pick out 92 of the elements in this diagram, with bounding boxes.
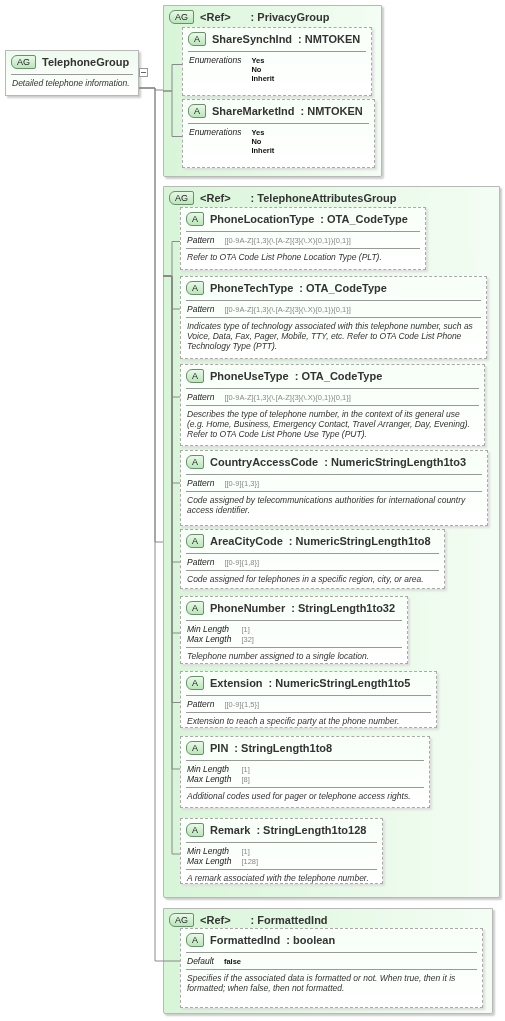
type-badge: A: [186, 823, 204, 837]
description: Refer to OTA Code List Phone Location Type (PLT).: [186, 252, 383, 264]
type-badge: A: [186, 369, 204, 383]
group-box: [163, 5, 382, 177]
attribute-box: [180, 736, 430, 808]
attribute-name: CountryAccessCode: [210, 456, 319, 468]
type-badge: A: [186, 212, 204, 226]
facet-label: Enumerations: [189, 55, 242, 65]
attribute-box: [180, 596, 408, 664]
attribute-name: PhoneLocationType: [210, 213, 315, 225]
type-name: : StringLength1to8: [234, 742, 333, 754]
ref-label: <Ref>: [200, 11, 231, 23]
description: Detailed telephone information.: [11, 78, 131, 90]
type-badge: A: [186, 676, 204, 690]
type-badge: AG: [169, 10, 194, 24]
facet-label: Default: [187, 956, 214, 966]
type-name: : OTA_CodeType: [299, 282, 387, 294]
group-name: : FormattedInd: [250, 914, 328, 926]
attribute-name: Remark: [210, 824, 251, 836]
description: Code assigned by telecommunications authorities for international country access identifier.: [186, 495, 467, 518]
attribute-box: [182, 99, 375, 168]
type-name: : NMTOKEN: [298, 33, 361, 45]
type-badge: AG: [169, 191, 194, 205]
type-badge: AG: [169, 913, 194, 927]
attribute-name: FormattedInd: [210, 934, 281, 946]
facet-label: Enumerations: [189, 127, 242, 137]
attribute-box: [182, 27, 372, 96]
attribute-name: ShareMarketInd: [212, 105, 295, 117]
group-name: : PrivacyGroup: [250, 11, 330, 23]
attribute-box: [180, 450, 488, 526]
facet-label: Min Length: [187, 764, 231, 774]
description: Additional codes used for pager or telephone access rights.: [186, 791, 412, 803]
facet-label: Pattern: [187, 392, 215, 402]
description: Indicates type of technology associated with this telephone number, such as Voice, Data, Fax, Pager, Mobile, TTY, etc. Refer to OTA Code List Phone Technology Type (PTT).: [186, 321, 474, 354]
type-name: : NumericStringLength1to5: [268, 677, 411, 689]
type-name: : OTA_CodeType: [294, 370, 383, 382]
attribute-box: [180, 529, 445, 589]
ref-label: <Ref>: [200, 192, 231, 204]
attribute-name: PhoneNumber: [210, 602, 286, 614]
type-name: : OTA_CodeType: [320, 213, 408, 225]
type-name: : StringLength1to32: [291, 602, 396, 614]
attribute-box: [180, 276, 487, 359]
attribute-name: ShareSynchInd: [212, 33, 293, 45]
facet-label: Pattern: [187, 235, 215, 245]
facet-label: Pattern: [187, 304, 215, 314]
attribute-box: [180, 928, 483, 1008]
type-name: : NumericStringLength1to8: [288, 535, 431, 547]
attribute-name: PhoneTechType: [210, 282, 294, 294]
description: Specifies if the associated data is formatted or not. When true, then it is formatted; when false, then not formatted.: [186, 973, 457, 996]
facet-label: Pattern: [187, 478, 215, 488]
connector-line: [138, 87, 164, 962]
facet-label: Max Length: [187, 634, 232, 644]
type-badge: A: [186, 281, 204, 295]
group-name: : TelephoneAttributesGroup: [250, 192, 397, 204]
group-box: [163, 186, 500, 898]
facet-label: Min Length: [187, 846, 231, 856]
attribute-box: [180, 364, 485, 446]
type-name: : NMTOKEN: [300, 105, 363, 117]
description: Describes the type of telephone number, in the context of its general use (e.g. Home, Business, Emergency Contact, Travel Arranger, Day, Evening). Refer to OTA Code List Phone Use Type (PUT).: [186, 409, 471, 442]
attribute-name: PhoneUseType: [210, 370, 289, 382]
type-badge: A: [188, 104, 206, 118]
attribute-box: [180, 818, 383, 884]
attribute-name: Extension: [210, 677, 263, 689]
element-box: [5, 50, 139, 96]
facet-label: Pattern: [187, 557, 215, 567]
connector-line: [162, 90, 183, 137]
attribute-box: [180, 671, 437, 728]
ref-label: <Ref>: [200, 914, 231, 926]
type-badge: A: [188, 32, 206, 46]
type-badge: AG: [11, 55, 36, 69]
type-badge: A: [186, 933, 204, 947]
description: Extension to reach a specific party at the phone number.: [186, 716, 401, 728]
type-name: : boolean: [286, 934, 336, 946]
facet-label: Pattern: [187, 699, 215, 709]
type-badge: A: [186, 534, 204, 548]
description: Code assigned for telephones in a specific region, city, or area.: [186, 574, 425, 586]
type-badge: A: [186, 601, 204, 615]
attribute-name: PIN: [210, 742, 229, 754]
type-name: : NumericStringLength1to3: [324, 456, 466, 468]
description: Telephone number assigned to a single location.: [186, 651, 371, 663]
description: A remark associated with the telephone number.: [186, 873, 370, 885]
attribute-name: AreaCityCode: [210, 535, 283, 547]
connector-line: [162, 960, 181, 962]
facet-label: Max Length: [187, 856, 232, 866]
attribute-box: [180, 207, 426, 270]
attribute-name: TelephoneGroup: [42, 56, 130, 68]
facet-label: Max Length: [187, 774, 232, 784]
type-badge: A: [186, 455, 204, 469]
facet-label: Min Length: [187, 624, 231, 634]
type-name: : StringLength1to128: [256, 824, 367, 836]
type-badge: A: [186, 741, 204, 755]
group-box: [163, 908, 493, 1014]
